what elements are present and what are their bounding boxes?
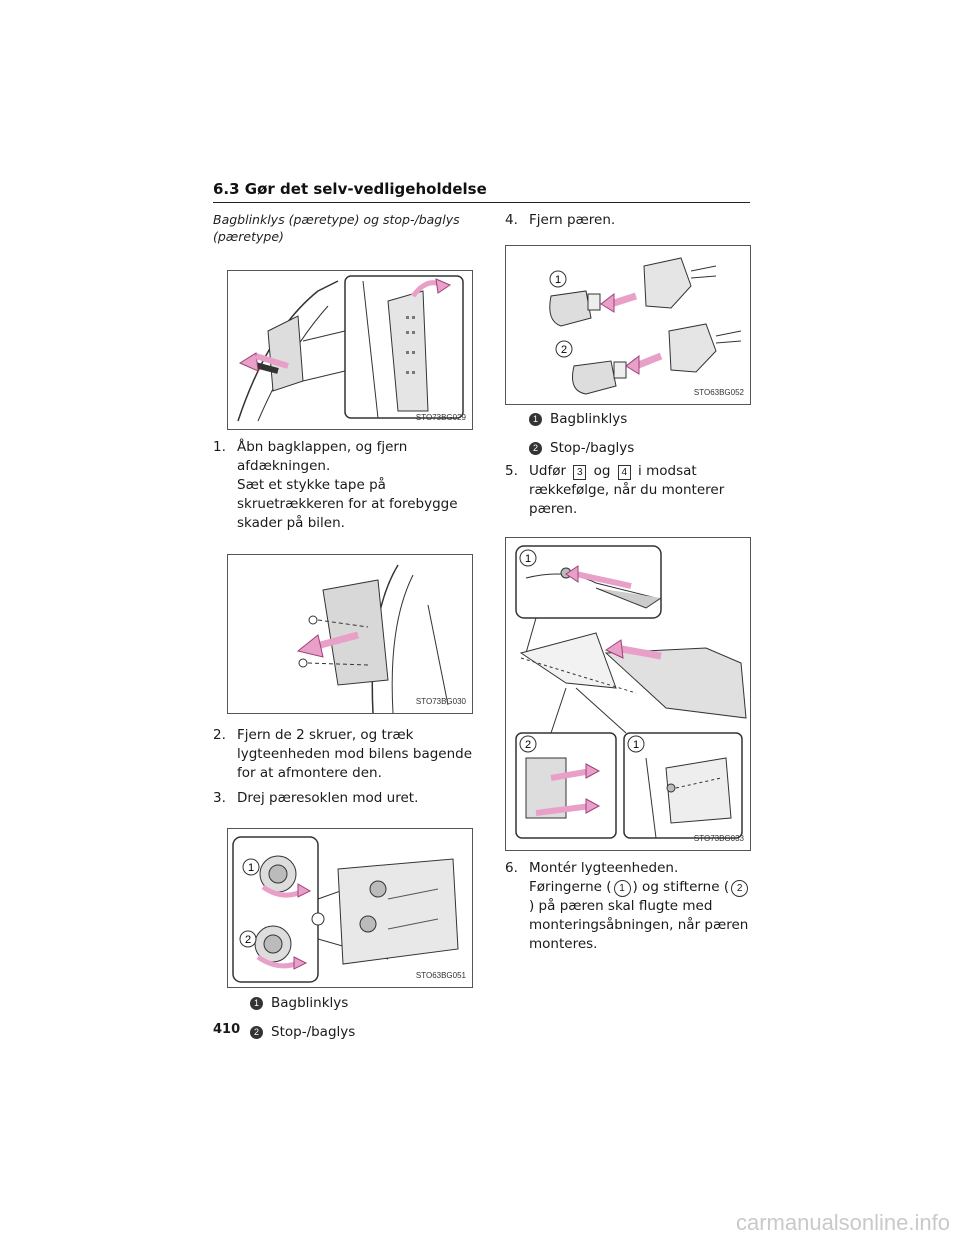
- legend-label: Stop-/baglys: [550, 440, 635, 456]
- step-number: 3.: [213, 790, 226, 806]
- legend-number: 2: [529, 442, 542, 455]
- legend-item: 1 Bagblinklys: [529, 410, 755, 429]
- figure-code: STO73BG033: [693, 834, 744, 843]
- step-text: Montér lygteenheden.: [529, 860, 679, 876]
- bulb-illustration: 1 2: [549, 257, 742, 395]
- figure-install-unit: 1 2 1: [505, 537, 751, 851]
- callout-2: 2: [561, 344, 567, 356]
- legend-fig3: 1 Bagblinklys 2 Stop-/baglys: [250, 994, 473, 1042]
- watermark: carmanualsonline.info: [735, 1210, 950, 1235]
- callout-1: 1: [633, 739, 639, 751]
- step-note: Føringerne (1) og stifterne (2) på pæren…: [529, 878, 755, 954]
- ref-guide-1: 1: [613, 880, 631, 897]
- legend-number: 2: [250, 1026, 263, 1039]
- step-text: Drej pæresoklen mod uret.: [237, 790, 419, 806]
- figure-code: STO63BG051: [415, 971, 466, 980]
- legend-number: 1: [250, 997, 263, 1010]
- step-note: Sæt et stykke tape på skruetrækkeren for…: [237, 477, 458, 531]
- step-number: 1.: [213, 439, 226, 455]
- tailgate-illustration: [237, 275, 464, 422]
- legend-label: Bagblinklys: [550, 411, 628, 427]
- socket-illustration: 1 2: [232, 836, 459, 983]
- legend-fig4: 1 Bagblinklys 2 Stop-/baglys: [529, 410, 755, 458]
- section-subtitle: Bagblinklys (pæretype) og stop-/baglys (…: [213, 212, 460, 244]
- legend-number: 1: [529, 413, 542, 426]
- step-3: 3. Drej pæresoklen mod uret.: [213, 789, 473, 808]
- figure-code: STO73BG030: [415, 697, 466, 706]
- step-4: 4. Fjern pæren.: [505, 211, 755, 230]
- step-ref-4: 4: [617, 465, 631, 480]
- step-text-pre: Udfør: [529, 463, 567, 479]
- section-header: 6.3 Gør det selv-vedligeholdelse: [213, 180, 750, 203]
- step-number: 2.: [213, 727, 226, 743]
- step-text: Åbn bagklappen, og fjern afdækningen.: [237, 439, 408, 474]
- screws-illustration: [296, 564, 449, 713]
- step-text-post: i modsat rækkefølge, når du monterer pær…: [529, 463, 725, 517]
- figure-remove-bulb: 1 2 STO63BG052: [505, 245, 751, 405]
- step-number: 6.: [505, 860, 518, 876]
- step-1: 1. Åbn bagklappen, og fjern afdækningen.…: [213, 438, 473, 533]
- figure-open-tailgate: STO73BG029: [227, 270, 473, 430]
- callout-2: 2: [245, 934, 251, 946]
- callout-1: 1: [525, 553, 531, 565]
- legend-label: Stop-/baglys: [271, 1024, 356, 1040]
- callout-1: 1: [248, 862, 254, 874]
- step-number: 4.: [505, 212, 518, 228]
- step-5: 5. Udfør 3 og 4 i modsat rækkefølge, når…: [505, 462, 755, 519]
- callout-2: 2: [525, 739, 531, 751]
- figure-code: STO73BG029: [415, 413, 466, 422]
- step-ref-3: 3: [573, 465, 587, 480]
- ref-pin-2: 2: [731, 880, 749, 897]
- step-6: 6. Montér lygteenheden. Føringerne (1) o…: [505, 859, 755, 954]
- step-number: 5.: [505, 463, 518, 479]
- right-column: 4. Fjern pæren. 1 2 STO63BG052 1 Bagbl: [505, 211, 755, 954]
- legend-label: Bagblinklys: [271, 995, 349, 1011]
- step-text: Fjern pæren.: [529, 212, 616, 228]
- legend-item: 2 Stop-/baglys: [529, 439, 755, 458]
- step-text: Udfør 3 og 4 i modsat rækkefølge, når du…: [529, 462, 755, 519]
- page-number: 410: [213, 1022, 241, 1037]
- step-note-c: ) på pæren skal flugte med monteringsåbn…: [529, 898, 749, 952]
- figure-code: STO63BG052: [693, 388, 744, 397]
- step-note-a: Føringerne (: [529, 879, 612, 895]
- step-text-mid: og: [593, 463, 611, 479]
- step-text: Fjern de 2 skruer, og træk lygteenheden …: [237, 727, 473, 781]
- legend-item: 1 Bagblinklys: [250, 994, 473, 1013]
- callout-1: 1: [555, 274, 561, 286]
- figure-remove-screws: STO73BG030: [227, 554, 473, 714]
- figure-twist-socket: 1 2 STO63BG051: [227, 828, 473, 988]
- left-column: Bagblinklys (pæretype) og stop-/baglys (…: [213, 211, 473, 1042]
- step-2: 2. Fjern de 2 skruer, og træk lygteenhed…: [213, 726, 473, 783]
- install-illustration: 1 2 1: [515, 545, 747, 839]
- step-note-b: ) og stifterne (: [632, 879, 730, 895]
- legend-item: 2 Stop-/baglys: [250, 1023, 473, 1042]
